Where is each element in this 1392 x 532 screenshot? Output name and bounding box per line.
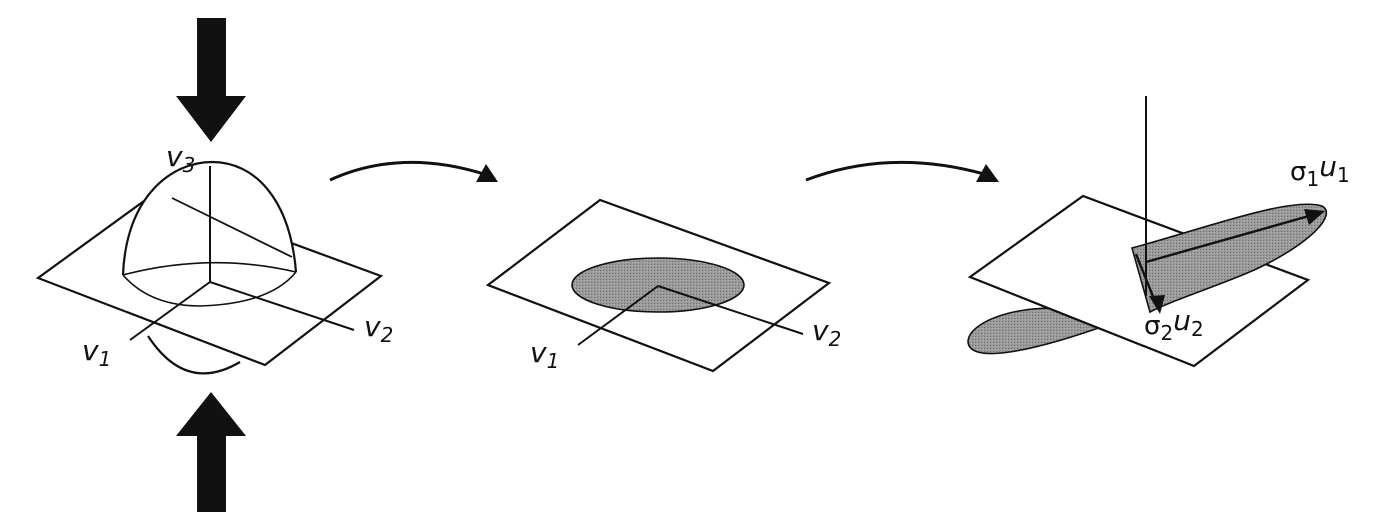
block-arrow-down-icon [176,18,246,142]
label-v2-1: v2 [364,310,393,347]
arrowhead-s1u1-icon [1304,209,1325,225]
arrowhead-icon [476,164,498,182]
axis-v1-2 [577,285,659,346]
label-v2-2: v2 [812,314,841,351]
transition-arrow-2 [805,160,999,182]
equator-front [122,271,297,307]
axis-v2-2 [657,285,804,335]
panel-sphere: v3 v1 v2 [35,18,393,512]
label-v1-2: v1 [530,336,559,373]
plane-3 [967,194,1311,368]
ellipse-upper-lobe [1131,203,1328,314]
arrowhead-s2u2-icon [1149,295,1165,314]
transition-arrow-1 [329,160,498,182]
vector-s1u1 [1145,212,1317,264]
panel-rotated: σ1u1 σ2u2 [967,96,1350,368]
block-arrow-up-icon [176,392,246,512]
label-v3: v3 [166,140,195,177]
label-v1-1: v1 [82,334,111,371]
vector-s2u2 [1134,253,1158,305]
axis-v2-1 [209,281,355,331]
label-s2u2: σ2u2 [1144,304,1204,345]
axis-v1-1 [129,281,211,341]
flattened-disk [571,257,745,313]
lower-hemisphere [147,335,241,375]
arrowhead-icon [976,164,999,182]
panel-ellipse: v1 v2 [485,198,841,373]
label-s1u1: σ1u1 [1290,150,1350,191]
axis-v2-back-1 [171,197,293,258]
